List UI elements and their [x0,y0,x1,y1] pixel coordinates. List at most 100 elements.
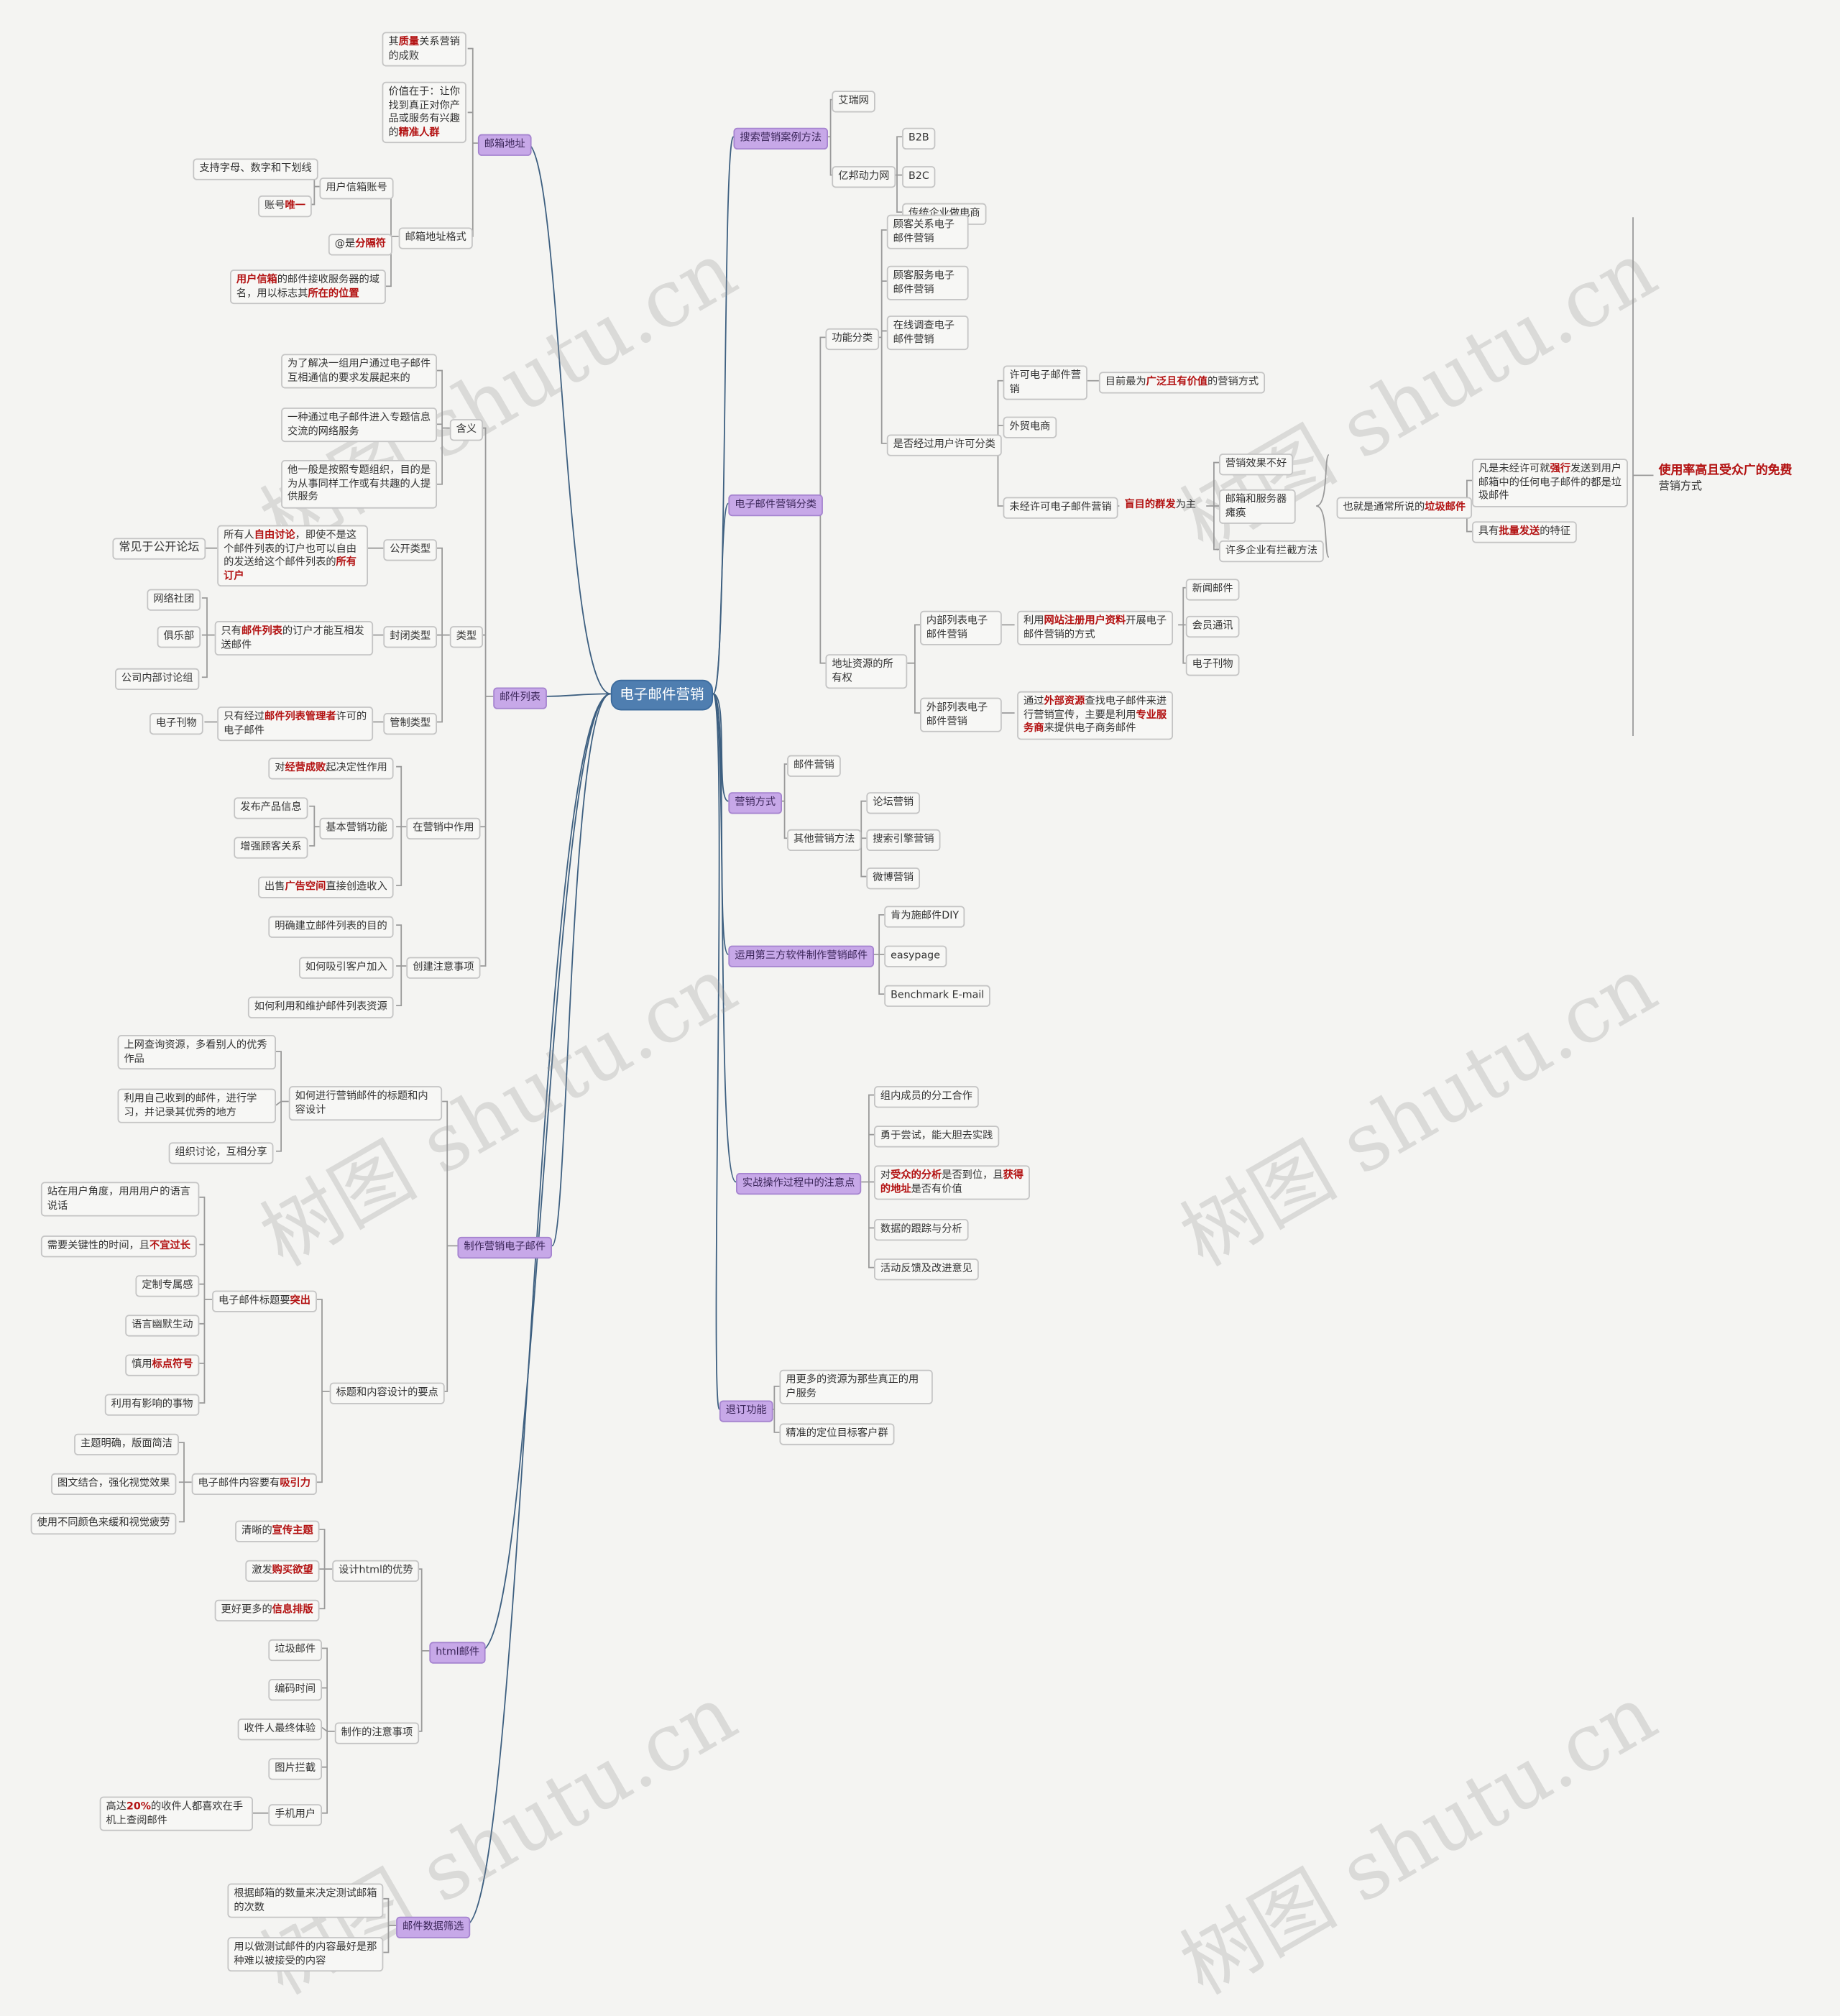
node-inner-desc[interactable]: 利用网站注册用户资料开展电子邮件营销的方式 [1017,610,1174,645]
node-p3[interactable]: 未经许可电子邮件营销 [1003,497,1118,518]
node-cr3[interactable]: 如何利用和维护邮件列表资源 [247,996,394,1018]
node-n5[interactable]: 手机用户 [268,1804,323,1826]
node-s2[interactable]: 精准的定位目标客户群 [779,1423,895,1445]
node-m2[interactable]: 一种通过电子邮件进入专题信息交流的网络服务 [281,408,438,443]
node-h3[interactable]: 更好更多的信息排版 [214,1599,320,1621]
node-account[interactable]: 用户信箱账号 [319,178,394,199]
node-domain[interactable]: 用户信箱的邮件接收服务器的域名，用以标志其所在的位置 [230,270,386,305]
node-at[interactable]: @是分隔符 [328,234,392,255]
node-tp5[interactable]: 慎用标点符号 [125,1354,200,1376]
node-p1[interactable]: 许可电子邮件营销 [1003,365,1087,400]
node-bad3[interactable]: 许多企业有拦截方法 [1219,540,1324,562]
node-mb1[interactable]: 其质量关系营销的成败 [382,32,466,67]
node-pr2[interactable]: 勇于尝试，能大胆去实践 [874,1126,1000,1147]
node-title-pt[interactable]: 电子邮件标题要突出 [212,1290,317,1312]
node-tp4[interactable]: 语言幽默生动 [125,1315,200,1336]
node-blind[interactable]: 盲目的群发为主 [1124,498,1197,510]
node-emag[interactable]: 电子刊物 [1185,654,1240,676]
node-member[interactable]: 会员通讯 [1185,615,1240,638]
node-c2[interactable]: 俱乐部 [157,626,201,648]
node-tp2[interactable]: 需要关键性的时间，且不宜过长 [40,1235,197,1257]
node-f2[interactable]: 顾客服务电子邮件营销 [886,265,969,300]
node-notes[interactable]: 制作的注意事项 [334,1722,420,1744]
node-basic[interactable]: 基本营销功能 [319,817,394,839]
node-managed-desc[interactable]: 只有经过邮件列表管理者许可的电子邮件 [217,706,374,742]
node-tp3[interactable]: 定制专属感 [135,1275,200,1297]
node-func-class[interactable]: 功能分类 [825,328,880,350]
node-f3[interactable]: 在线调查电子邮件营销 [886,316,969,351]
node-mail-mkt[interactable]: 邮件营销 [787,755,841,777]
node-d1[interactable]: 上网查询资源，多看别人的优秀作品 [117,1035,277,1070]
node-a2[interactable]: 账号唯一 [258,195,312,217]
node-cp3[interactable]: 使用不同颜色来缓和视觉疲劳 [30,1512,177,1534]
node-b1[interactable]: 发布产品信息 [234,797,308,819]
node-pr5[interactable]: 活动反馈及改进意见 [874,1258,979,1280]
node-managed[interactable]: 管制类型 [383,713,438,735]
node-h1[interactable]: 清晰的宣传主题 [235,1520,320,1542]
node-outer[interactable]: 外部列表电子邮件营销 [920,697,1002,732]
node-other-mkt[interactable]: 其他营销方法 [787,829,862,851]
node-d3[interactable]: 组织讨论，互相分享 [168,1142,274,1164]
node-types[interactable]: 类型 [449,626,484,648]
node-search-cases[interactable]: 搜索营销案例方法 [733,127,829,149]
node-cp1[interactable]: 主题明确，版面简洁 [74,1433,179,1455]
node-role[interactable]: 在营销中作用 [406,817,481,839]
node-weibo[interactable]: 微博营销 [866,867,921,889]
node-managed-ex[interactable]: 电子刊物 [150,713,203,735]
node-outer-desc[interactable]: 通过外部资源查找电子邮件来进行营销宣传，主要是利用专业服务商来提供电子商务邮件 [1017,691,1174,740]
node-n3[interactable]: 收件人最终体验 [237,1718,323,1740]
node-forum[interactable]: 论坛营销 [866,792,921,814]
node-closed[interactable]: 封闭类型 [383,626,438,648]
node-subscribe[interactable]: 退订功能 [719,1400,773,1422]
node-yibang[interactable]: 亿邦动力网 [832,166,896,188]
node-fl2[interactable]: 用以做测试邮件的内容最好是那种难以被接受的内容 [227,1937,384,1972]
node-p1-note[interactable]: 目前最为广泛且有价值的营销方式 [1098,372,1266,393]
node-open-desc[interactable]: 所有人自由讨论，即使不是这个邮件列表的订户也可以自由的发送给这个邮件列表的所有订… [217,525,369,587]
node-cr1[interactable]: 明确建立邮件列表的目的 [268,916,394,938]
node-b2[interactable]: 增强顾客关系 [234,837,308,858]
node-create[interactable]: 创建注意事项 [406,957,481,978]
node-m3[interactable]: 他一般是按照专题组织，目的是为从事同样工作或有共趣的人提供服务 [281,460,438,508]
node-design[interactable]: 如何进行营销邮件的标题和内容设计 [288,1086,443,1121]
node-aisrui[interactable]: 艾瑞网 [832,91,875,112]
node-news[interactable]: 新闻邮件 [1185,579,1240,600]
node-pr3[interactable]: 对受众的分析是否到位，且获得的地址是否有价值 [874,1165,1030,1200]
node-t1[interactable]: 肯为施邮件DIY [884,906,965,927]
node-methods[interactable]: 营销方式 [728,792,783,814]
node-c1[interactable]: 网络社团 [147,589,201,610]
node-maillist[interactable]: 邮件列表 [493,687,547,709]
node-address-res[interactable]: 地址资源的所有权 [825,654,908,689]
node-n1[interactable]: 垃圾邮件 [268,1639,323,1661]
node-tp1[interactable]: 站在用户角度，用用用户的语言说话 [40,1182,200,1217]
node-se[interactable]: 搜索引擎营销 [866,829,941,851]
node-d2[interactable]: 利用自己收到的邮件，进行学习，并记录其优秀的地方 [117,1088,277,1123]
node-classification[interactable]: 电子邮件营销分类 [728,494,823,516]
node-p2[interactable]: 外贸电商 [1003,416,1057,438]
node-make[interactable]: 制作营销电子邮件 [457,1236,553,1258]
node-open-ex[interactable]: 常见于公开论坛 [112,538,206,559]
node-h2[interactable]: 激发购买欲望 [245,1560,320,1582]
node-filter[interactable]: 邮件数据筛选 [396,1916,471,1938]
node-mb2[interactable]: 价值在于：让你找到真正对你产品或服务有兴趣的精准人群 [382,81,466,144]
node-pr1[interactable]: 组内成员的分工合作 [874,1086,979,1108]
node-r2[interactable]: 出售广告空间直接创造收入 [258,876,394,898]
node-spam1[interactable]: 凡是未经许可就强行发送到用户邮箱中的任何电子邮件的都是垃圾邮件 [1472,459,1628,507]
node-tp6[interactable]: 利用有影响的事物 [104,1394,200,1415]
node-points[interactable]: 标题和内容设计的要点 [329,1382,445,1404]
node-c3[interactable]: 公司内部讨论组 [115,668,200,690]
node-s1[interactable]: 用更多的资源为那些真正的用户服务 [779,1369,933,1404]
root-node[interactable]: 电子邮件营销 [610,679,714,711]
node-html[interactable]: html邮件 [429,1642,486,1663]
node-spam2[interactable]: 具有批量发送的特征 [1472,521,1577,543]
node-third[interactable]: 运用第三方软件制作营销邮件 [728,945,875,967]
node-b2c[interactable]: B2C [902,166,936,188]
node-format[interactable]: 邮箱地址格式 [398,227,473,249]
node-t3[interactable]: Benchmark E-mail [884,985,991,1007]
node-content-pt[interactable]: 电子邮件内容要有吸引力 [191,1473,317,1495]
node-n2[interactable]: 编码时间 [268,1679,323,1700]
node-m1[interactable]: 为了解决一组用户通过电子邮件互相通信的要求发展起来的 [281,354,438,389]
node-mailbox[interactable]: 邮箱地址 [477,134,532,156]
node-bad2[interactable]: 邮箱和服务器瘫痪 [1219,489,1296,524]
node-pr4[interactable]: 数据的跟踪与分析 [874,1219,969,1241]
node-spam[interactable]: 也就是通常所说的垃圾邮件 [1336,497,1473,518]
